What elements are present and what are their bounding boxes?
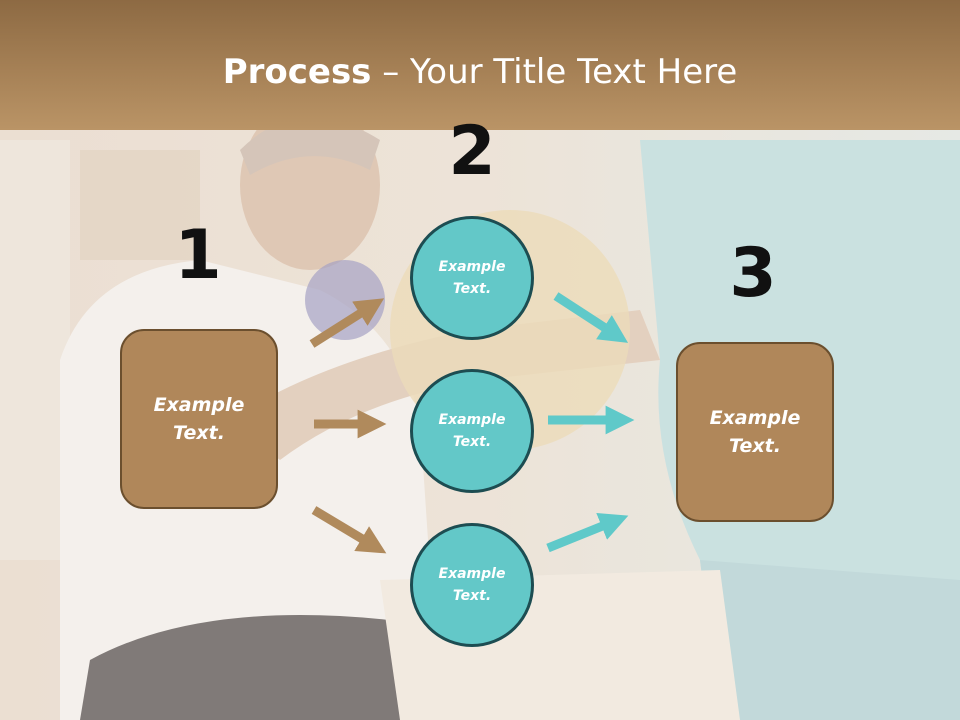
arrow-1-to-circle-bottom bbox=[311, 506, 387, 554]
step-number-2: 2 bbox=[448, 112, 496, 191]
title-band bbox=[0, 0, 960, 130]
arrow-circle-top-to-3 bbox=[553, 292, 629, 343]
arrow-circle-bottom-to-3 bbox=[546, 513, 629, 553]
title-bold: Process bbox=[222, 52, 372, 92]
arrow-1-to-circle-top bbox=[309, 298, 385, 348]
step-2-circle-bottom: Example Text. bbox=[410, 523, 534, 647]
step-2-circle-top: Example Text. bbox=[410, 216, 534, 340]
step-2-circle-middle: Example Text. bbox=[410, 369, 534, 493]
step-3-text: Example Text. bbox=[709, 406, 801, 458]
title-rest: – Your Title Text Here bbox=[371, 52, 738, 92]
circle-bottom-text: Example Text. bbox=[438, 565, 506, 604]
slide-title: Process – Your Title Text Here bbox=[0, 52, 960, 92]
step-3-box: Example Text. bbox=[676, 342, 834, 522]
circle-top-text: Example Text. bbox=[438, 258, 506, 297]
step-number-3: 3 bbox=[729, 234, 777, 313]
step-number-1: 1 bbox=[174, 216, 222, 295]
step-1-box: Example Text. bbox=[120, 329, 278, 509]
circle-middle-text: Example Text. bbox=[438, 411, 506, 450]
step-1-text: Example Text. bbox=[153, 393, 245, 445]
